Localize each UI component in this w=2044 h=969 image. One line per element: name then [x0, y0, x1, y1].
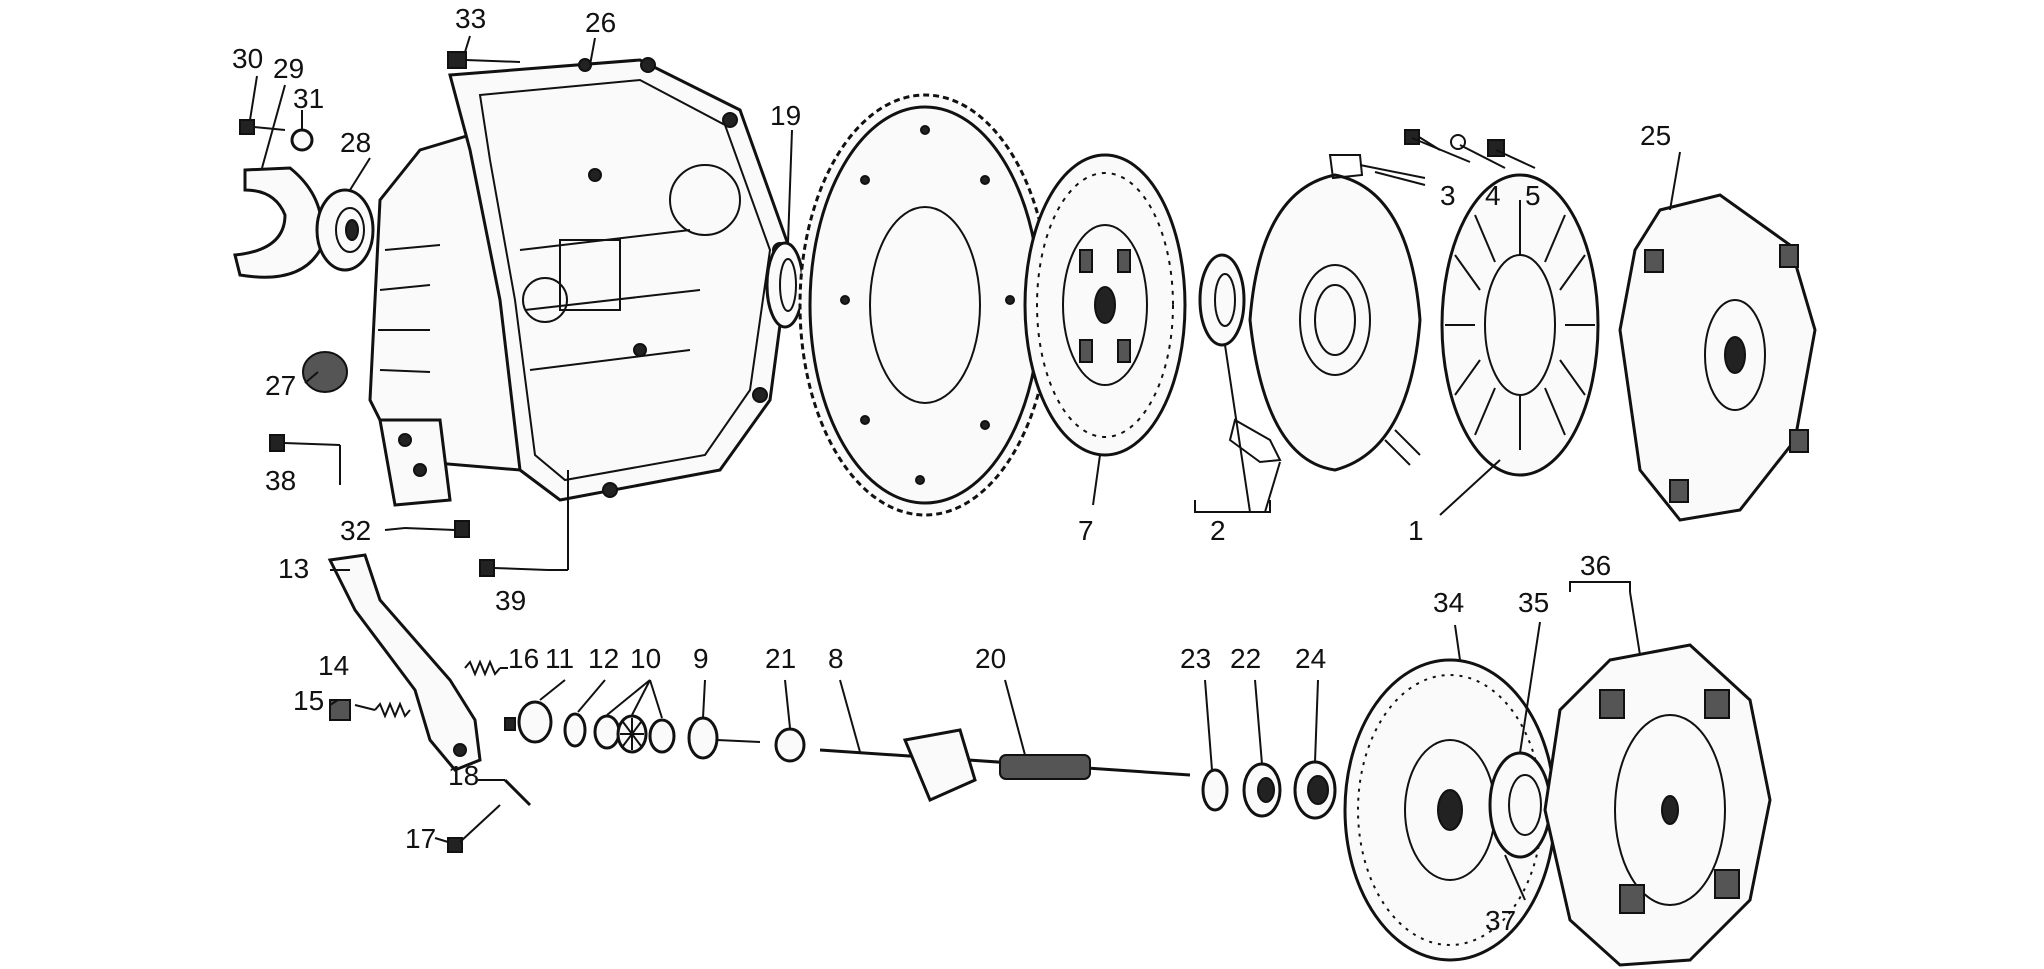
- bolt-32: [404, 520, 470, 538]
- label-35: 35: [1518, 587, 1549, 618]
- oil-seal-19: [765, 241, 805, 329]
- label-15: 15: [293, 685, 324, 716]
- label-23: 23: [1180, 643, 1211, 674]
- part-number-labels: 30 29 31 28 33 26 19 27 38 32 39 3 4 5 2…: [232, 3, 1671, 936]
- ring-23: [1201, 768, 1229, 812]
- bolt-38: [269, 434, 341, 452]
- label-28: 28: [340, 127, 371, 158]
- ring-12: [563, 712, 587, 748]
- label-39: 39: [495, 585, 526, 616]
- label-30: 30: [232, 43, 263, 74]
- pinion-20: [902, 728, 1091, 802]
- bolt-30: [239, 119, 286, 135]
- label-36: 36: [1580, 550, 1611, 581]
- label-2: 2: [1210, 515, 1226, 546]
- bush-24: [1293, 760, 1337, 820]
- label-20: 20: [975, 643, 1006, 674]
- label-31: 31: [293, 83, 324, 114]
- clutch-disc-7: [1023, 153, 1187, 457]
- half-ring-cover-29: [233, 166, 324, 279]
- washer-4: [1450, 134, 1466, 150]
- label-8: 8: [828, 643, 844, 674]
- clutch-housing: [368, 57, 792, 507]
- label-26: 26: [585, 7, 616, 38]
- label-27: 27: [265, 370, 296, 401]
- label-24: 24: [1295, 643, 1326, 674]
- label-34: 34: [1433, 587, 1464, 618]
- label-1: 1: [1408, 515, 1424, 546]
- bearing-28: [315, 188, 375, 272]
- label-16: 16: [508, 643, 539, 674]
- label-29: 29: [273, 53, 304, 84]
- bolt-33: [447, 51, 521, 69]
- release-bearing-35: [1488, 751, 1552, 859]
- spring-16: [464, 659, 501, 677]
- flywheel-ring-gear: [798, 93, 1052, 517]
- bush-21: [774, 727, 806, 763]
- label-4: 4: [1485, 180, 1501, 211]
- label-13: 13: [278, 553, 309, 584]
- washers-10: [593, 714, 676, 754]
- leader-lines: [249, 35, 1681, 901]
- label-5: 5: [1525, 180, 1541, 211]
- bolt-39: [479, 559, 549, 577]
- spring-14: [374, 701, 411, 719]
- pin-18: [503, 778, 532, 807]
- label-12: 12: [588, 643, 619, 674]
- bolt-17: [447, 804, 501, 853]
- label-33: 33: [455, 3, 486, 34]
- label-14: 14: [318, 650, 349, 681]
- plug-27: [302, 351, 348, 393]
- label-18: 18: [448, 760, 479, 791]
- label-25: 25: [1640, 120, 1671, 151]
- label-9: 9: [693, 643, 709, 674]
- bush-11: [504, 700, 553, 744]
- release-fork-13: [327, 553, 482, 772]
- clutch-cover-25: [1618, 193, 1817, 522]
- label-7: 7: [1078, 515, 1094, 546]
- nut-15: [329, 699, 351, 721]
- label-11: 11: [545, 643, 574, 674]
- label-38: 38: [265, 465, 296, 496]
- diaphragm-spring-1: [1440, 173, 1600, 477]
- release-bearing-assembly-2: [1198, 154, 1426, 472]
- pressure-plate-assembly-36: [1543, 643, 1772, 967]
- label-32: 32: [340, 515, 371, 546]
- label-17: 17: [405, 823, 436, 854]
- bearing-22: [1242, 762, 1282, 818]
- label-10: 10: [630, 643, 661, 674]
- label-37: 37: [1485, 905, 1516, 936]
- label-22: 22: [1230, 643, 1261, 674]
- label-21: 21: [765, 643, 796, 674]
- washer-31: [290, 128, 314, 152]
- plunger-9: [687, 716, 761, 760]
- label-19: 19: [770, 100, 801, 131]
- label-3: 3: [1440, 180, 1456, 211]
